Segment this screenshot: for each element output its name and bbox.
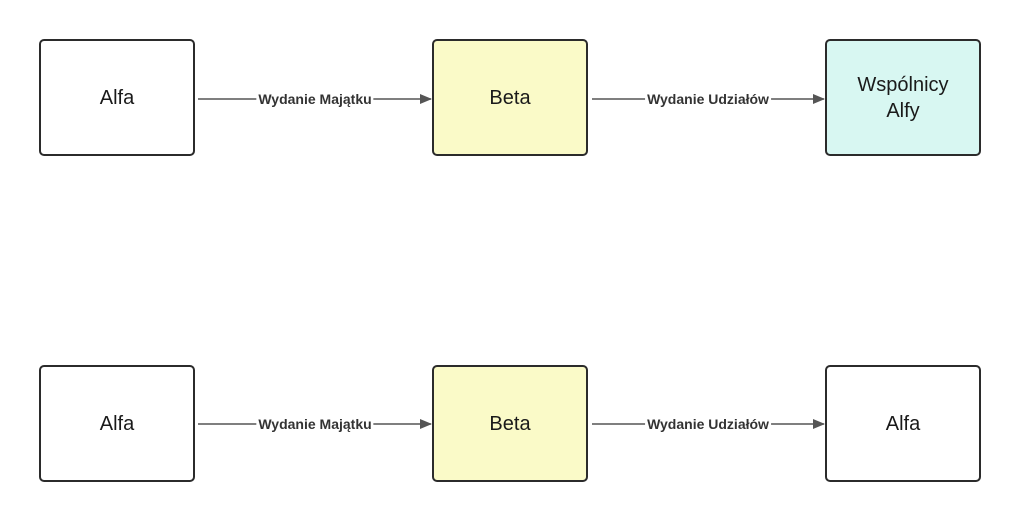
node-row1-wspolnicy-alfy[interactable]: Wspólnicy Alfy [825, 39, 981, 156]
edge-label-wydanie-majatku: Wydanie Majątku [256, 90, 374, 108]
edge-label-wydanie-udzialow: Wydanie Udziałów [645, 90, 771, 108]
node-row2-alfa[interactable]: Alfa [39, 365, 195, 482]
edge-label-wydanie-majatku: Wydanie Majątku [256, 415, 374, 433]
node-row1-beta[interactable]: Beta [432, 39, 588, 156]
node-row2-alfa-target[interactable]: Alfa [825, 365, 981, 482]
node-row2-beta[interactable]: Beta [432, 365, 588, 482]
edge-label-wydanie-udzialow: Wydanie Udziałów [645, 415, 771, 433]
node-row1-alfa[interactable]: Alfa [39, 39, 195, 156]
